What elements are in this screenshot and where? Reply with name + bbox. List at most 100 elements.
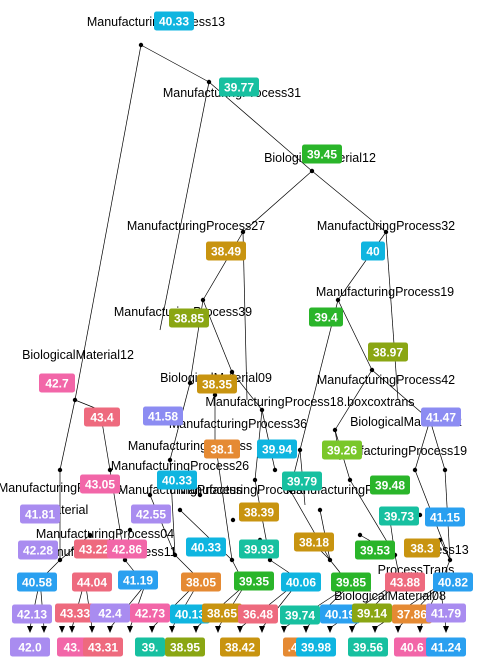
node-box-fill: [17, 572, 57, 592]
split-point: [230, 517, 236, 523]
node-box-fill: [352, 603, 392, 623]
node-value-box: 39.73: [379, 506, 419, 526]
node-value-label: 38.97: [373, 346, 403, 360]
tree-edge: [385, 231, 399, 401]
node-value-box: 42.7: [39, 373, 75, 393]
node-value-label: 40.13: [175, 608, 205, 622]
node-box-fill: [281, 572, 321, 592]
split-point: [147, 492, 153, 498]
node-box-fill: [39, 373, 75, 393]
node-box-fill: [55, 603, 95, 623]
node-value-box: 39.26: [322, 440, 362, 460]
node-value-box: 39.98: [296, 637, 336, 657]
node-value-box: 42.0: [10, 637, 50, 657]
split-point: [200, 297, 206, 303]
split-point: [383, 229, 389, 235]
node-value-box: 43.: [57, 637, 87, 657]
leaf-arrow: [215, 626, 221, 633]
split-point: [357, 532, 363, 538]
leaf-markers: [27, 626, 449, 633]
split-point: [297, 447, 303, 453]
leaf-arrow: [89, 626, 95, 633]
node-value-box: 38.49: [206, 241, 246, 261]
tree-edge: [140, 44, 210, 83]
node-value-label: 38.3: [410, 542, 434, 556]
node-value-label: 42.28: [23, 544, 53, 558]
split-point: [138, 42, 144, 48]
node-box-fill: [219, 77, 259, 97]
leaf-arrow: [303, 626, 309, 633]
node-value-box: 39.48: [370, 475, 410, 495]
node-value-label: 40.19: [325, 608, 355, 622]
node-box-fill: [57, 637, 87, 657]
node-value-label: 43.88: [390, 576, 420, 590]
node-value-label: 39.26: [327, 444, 357, 458]
split-point: [347, 477, 353, 483]
node-box-fill: [186, 537, 226, 557]
split-point: [259, 407, 265, 413]
split-point: [447, 557, 453, 563]
node-value-label: 38.42: [225, 641, 255, 655]
node-value-label: 41.58: [148, 410, 178, 424]
node-value-label: 38.1: [210, 443, 234, 457]
tree-edge: [74, 44, 142, 401]
split-point: [212, 392, 218, 398]
node-value-label: 38.05: [186, 576, 216, 590]
node-value-box: 42.4: [90, 603, 130, 623]
node-value-box: 40.33: [154, 11, 194, 31]
node-box-fill: [107, 539, 147, 559]
node-box-fill: [294, 532, 334, 552]
node-value-box: 39.93: [239, 539, 279, 559]
node-value-box: 38.18: [294, 532, 334, 552]
node-value-label: 38.35: [202, 378, 232, 392]
node-box-fill: [425, 507, 465, 527]
node-box-fill: [426, 637, 466, 657]
node-box-fill: [433, 572, 473, 592]
node-box-fill: [165, 637, 205, 657]
node-value-label: 42.13: [17, 608, 47, 622]
node-value-box: 40.33: [157, 470, 197, 490]
node-value-label: 41.47: [426, 411, 456, 425]
node-value-label: 43.22: [79, 543, 109, 557]
node-box-fill: [154, 11, 194, 31]
node-value-box: 42.86: [107, 539, 147, 559]
node-box-fill: [18, 540, 58, 560]
split-point: [72, 397, 78, 403]
node-value-box: 38.35: [197, 374, 237, 394]
node-box-fill: [135, 637, 165, 657]
node-value-label: 38.18: [299, 536, 329, 550]
node-box-fill: [12, 604, 52, 624]
node-value-label: 39.14: [357, 607, 387, 621]
split-variable-label: ManufacturingProcess36: [169, 417, 307, 431]
node-value-box: 43.22: [74, 539, 114, 559]
node-box-fill: [421, 407, 461, 427]
node-box-fill: [370, 475, 410, 495]
node-value-box: 37.86: [392, 604, 432, 624]
node-value-box: 39.: [135, 637, 165, 657]
node-value-label: 40: [366, 245, 380, 259]
node-box-fill: [302, 144, 342, 164]
split-point: [412, 467, 418, 473]
node-box-fill: [181, 572, 221, 592]
leaf-arrow: [349, 626, 355, 633]
split-point: [122, 557, 128, 563]
leaf-arrow: [149, 626, 155, 633]
split-point: [240, 229, 246, 235]
node-box-fill: [426, 603, 466, 623]
node-box-fill: [257, 439, 297, 459]
node-box-fill: [74, 539, 114, 559]
node-value-label: 39.94: [262, 443, 292, 457]
node-value-box: 41.24: [426, 637, 466, 657]
node-value-box: 41.19: [118, 570, 158, 590]
node-box-fill: [379, 506, 419, 526]
node-value-box: 40.06: [281, 572, 321, 592]
node-value-label: 36.48: [243, 608, 273, 622]
split-variable-label: BiologicalMaterial08: [334, 589, 446, 603]
node-value-box: 43.4: [84, 407, 120, 427]
split-point: [57, 467, 63, 473]
node-value-box: 43.33: [55, 603, 95, 623]
split-point: [327, 557, 333, 563]
split-point: [309, 168, 315, 174]
node-box-fill: [368, 342, 408, 362]
